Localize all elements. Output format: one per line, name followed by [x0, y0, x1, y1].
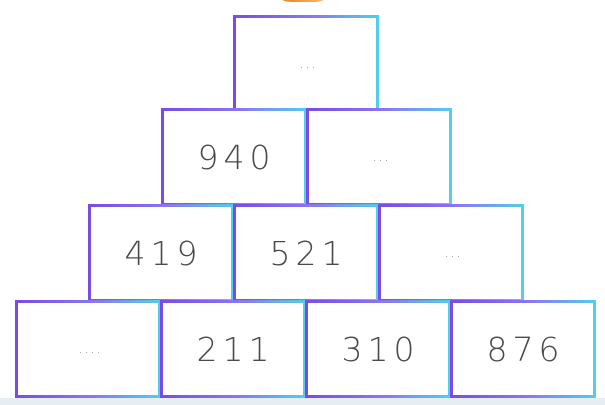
brick-row4-col3[interactable]: 310: [305, 300, 451, 398]
pyramid-row-3: 419 521 ...: [88, 204, 523, 302]
brick-value: 211: [192, 330, 275, 369]
brick-value: ....: [73, 342, 103, 357]
brick-value: 419: [120, 234, 203, 273]
brick-row3-col1[interactable]: 419: [88, 204, 234, 302]
brick-row3-col3[interactable]: ...: [378, 204, 524, 302]
brick-value: 940: [193, 138, 276, 177]
brick-row1-col1[interactable]: ...: [233, 15, 379, 113]
pyramid-row-top: ...: [233, 15, 378, 113]
brick-value: 310: [337, 330, 420, 369]
brick-value: ...: [294, 57, 317, 72]
pyramid-row-bottom: .... 211 310 876: [15, 300, 595, 398]
pyramid-row-2: 940 ...: [161, 108, 451, 206]
brick-value: 876: [482, 330, 565, 369]
brick-row2-col2[interactable]: ...: [306, 108, 452, 206]
brick-row4-col1[interactable]: ....: [15, 300, 161, 398]
brick-row3-col2[interactable]: 521: [233, 204, 379, 302]
brick-row4-col2[interactable]: 211: [160, 300, 306, 398]
brick-value: ...: [439, 246, 462, 261]
brick-row4-col4[interactable]: 876: [450, 300, 596, 398]
bottom-strip: [0, 398, 605, 405]
brick-value: 521: [265, 234, 348, 273]
brick-value: ...: [367, 150, 390, 165]
brick-row2-col1[interactable]: 940: [161, 108, 307, 206]
